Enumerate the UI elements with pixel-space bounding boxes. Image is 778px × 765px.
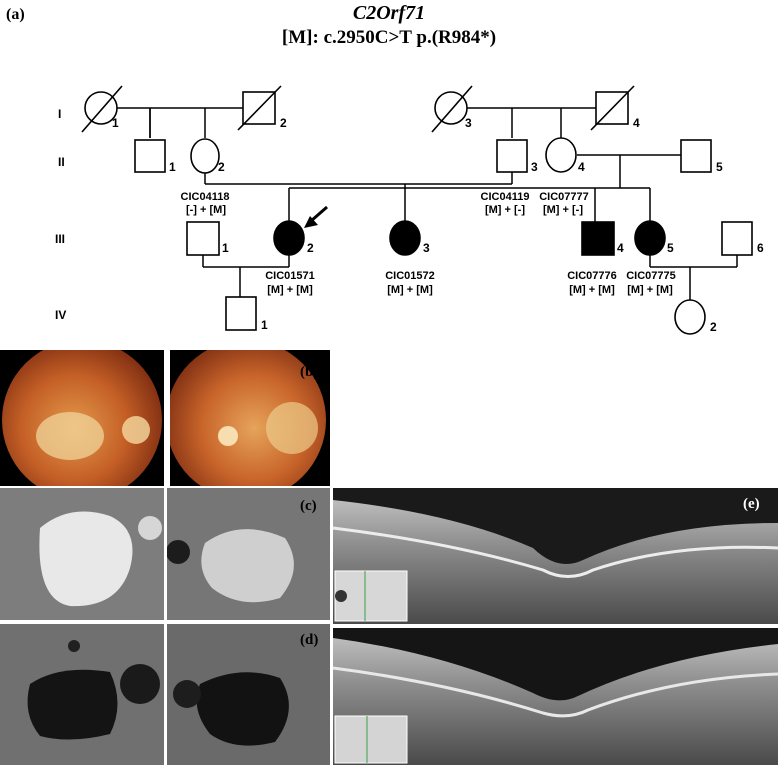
individual-IV1 (225, 296, 257, 331)
panel-e-label: (e) (743, 496, 760, 512)
white-area-right-of-b (332, 350, 778, 486)
oct-scan-top (333, 500, 778, 624)
genotype-III5: [M] + [M] (627, 284, 673, 296)
genotype-II4: [M] + [-] (543, 204, 583, 216)
num-IV2: 2 (710, 320, 717, 334)
num-II5: 5 (716, 160, 723, 174)
autofluorescence-images (0, 488, 330, 620)
genotype-II2: [-] + [M] (186, 204, 226, 216)
pedigree-chart: I II III IV (55, 85, 764, 335)
generation-label-III: III (55, 232, 65, 246)
id-II3: CIC04119 (481, 191, 530, 203)
fundus-images (2, 350, 326, 486)
individual-II3 (496, 139, 528, 173)
num-II2: 2 (218, 160, 225, 174)
panel-d-label: (d) (300, 632, 319, 648)
individual-III3 (389, 220, 421, 256)
individual-II2 (190, 138, 220, 174)
num-III6: 6 (757, 241, 764, 255)
proband-arrow-icon (304, 205, 328, 228)
num-I3: 3 (465, 116, 472, 130)
panel-c-fundus-autofluorescence: (c) (0, 488, 330, 620)
genotype-III4: [M] + [M] (569, 284, 615, 296)
mutation-title: [M]: c.2950C>T p.(R984*) (281, 27, 497, 48)
id-III3: CIC01572 (385, 270, 435, 282)
generation-label-I: I (58, 107, 61, 121)
panel-a-label: (a) (6, 6, 25, 23)
generation-label-IV: IV (55, 308, 66, 322)
individual-III6 (721, 221, 753, 256)
oct-inset-bottom (334, 715, 408, 764)
panel-c-label: (c) (300, 498, 317, 514)
num-II3: 3 (531, 160, 538, 174)
genotype-III2: [M] + [M] (267, 284, 313, 296)
individual-III2 (273, 220, 305, 256)
num-III1: 1 (222, 241, 229, 255)
id-II4: CIC07777 (539, 191, 589, 203)
id-III2: CIC01571 (265, 270, 315, 282)
num-III2: 2 (307, 241, 314, 255)
num-III5: 5 (667, 241, 674, 255)
oct-scan-bottom (333, 638, 778, 765)
individual-II1 (134, 139, 166, 173)
genotype-II3: [M] + [-] (485, 204, 525, 216)
num-I4: 4 (633, 116, 640, 130)
gene-title: C2Orf71 (352, 2, 426, 24)
num-IV1: 1 (261, 318, 268, 332)
oct-images (333, 488, 778, 765)
individual-II4 (545, 137, 577, 173)
panel-d-near-infrared: (d) (0, 624, 330, 765)
num-III3: 3 (423, 241, 430, 255)
num-II4: 4 (578, 160, 585, 174)
panel-b-fundus: (b) (0, 350, 330, 486)
generation-label-II: II (58, 155, 65, 169)
individual-II5 (680, 139, 712, 173)
num-III4: 4 (617, 241, 624, 255)
individual-III4 (581, 221, 615, 256)
id-III4: CIC07776 (567, 270, 617, 282)
individual-IV2 (674, 299, 706, 335)
num-I1: 1 (112, 116, 119, 130)
near-infrared-images (0, 624, 330, 765)
id-II2: CIC04118 (181, 191, 230, 203)
num-II1: 1 (169, 160, 176, 174)
individual-III1 (186, 221, 220, 256)
panel-e-oct-scans: (e) (333, 488, 778, 765)
panel-b-label: (b) (300, 364, 319, 380)
genotype-III3: [M] + [M] (387, 284, 433, 296)
individual-III5 (634, 220, 666, 256)
num-I2: 2 (280, 116, 287, 130)
id-III5: CIC07775 (626, 270, 676, 282)
